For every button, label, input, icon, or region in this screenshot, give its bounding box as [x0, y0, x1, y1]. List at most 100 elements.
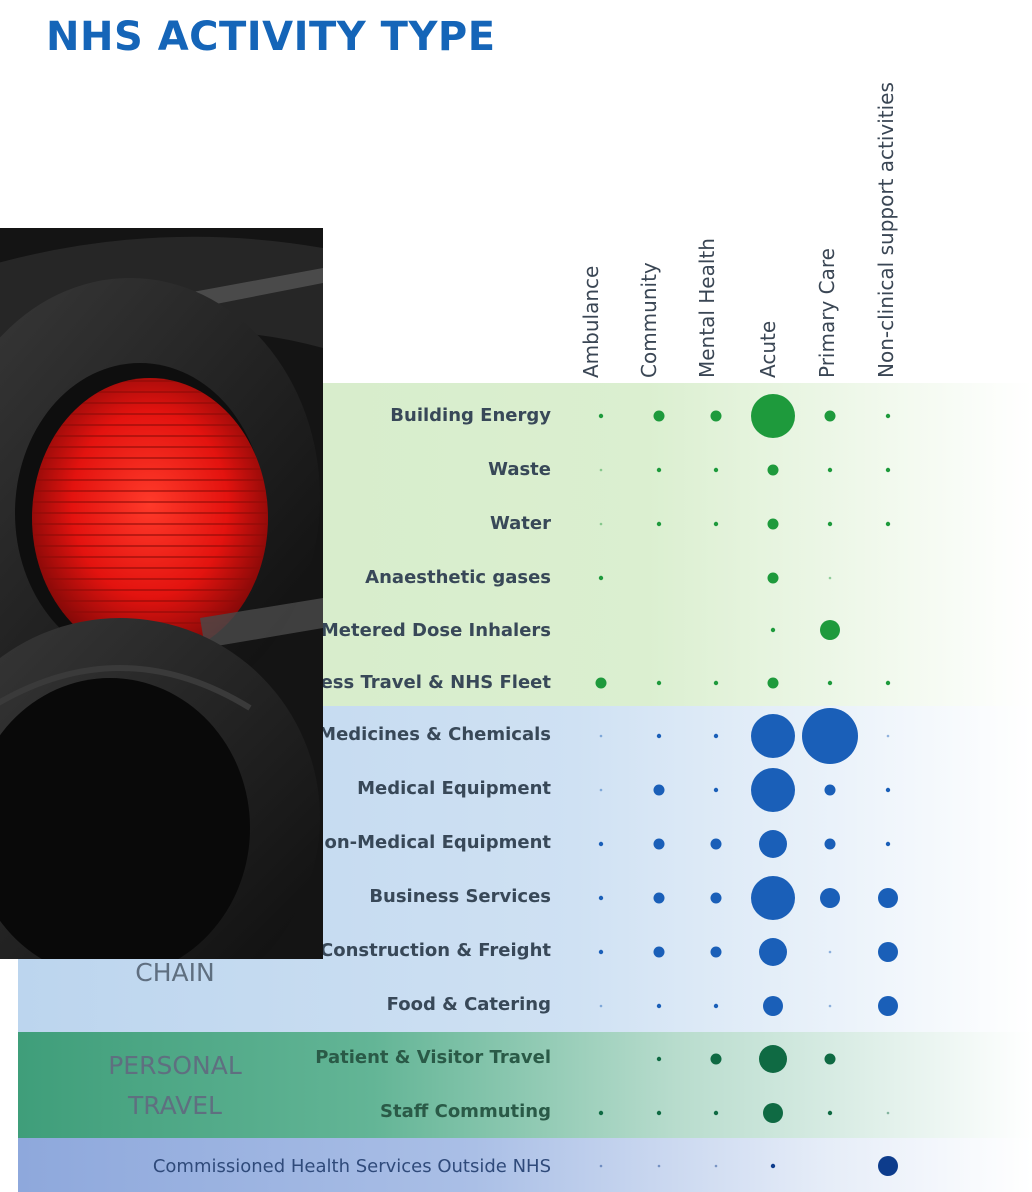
row-label-non-medical-equipment: Non-Medical Equipment	[309, 832, 551, 853]
bubble-g2-r0-c4	[824, 1053, 836, 1065]
bubble-g1-r2-c5	[885, 841, 891, 847]
bubble-g0-r2-c3	[767, 518, 779, 530]
row-label-water: Water	[489, 513, 551, 534]
bubble-g1-r3-c1	[653, 892, 665, 904]
bubble-g1-r1-c5	[885, 787, 891, 793]
bubble-g0-r1-c0	[599, 468, 603, 472]
bubble-g3-r0-c2	[714, 1164, 718, 1168]
bubble-g1-r1-c2	[713, 787, 719, 793]
row-label-medicines: Medicines & Chemicals	[318, 724, 551, 745]
row-label-anaesthetic-gases: Anaesthetic gases	[365, 567, 551, 588]
bubble-g0-r0-c1	[653, 410, 665, 422]
bubble-g0-r4-c3	[770, 627, 776, 633]
bubble-g0-r4-c4	[820, 620, 840, 640]
bubble-g0-r5-c5	[885, 680, 891, 686]
bubble-g1-r4-c5	[878, 942, 898, 962]
bubble-g1-r5-c2	[713, 1003, 719, 1009]
bubble-g2-r1-c3	[763, 1103, 783, 1123]
bubble-g1-r0-c2	[713, 733, 719, 739]
bubble-g2-r1-c0	[598, 1110, 604, 1116]
bubble-g0-r0-c3	[751, 394, 795, 438]
row-label-commissioned-services: Commissioned Health Services Outside NHS	[152, 1156, 551, 1177]
bubble-g2-r1-c4	[827, 1110, 833, 1116]
group-label-chain: CHAIN	[135, 958, 215, 987]
bubble-g0-r1-c3	[767, 464, 779, 476]
bubble-g1-r2-c2	[710, 838, 722, 850]
traffic-light-photo	[0, 228, 323, 959]
bubble-g2-r0-c2	[710, 1053, 722, 1065]
row-label-staff-commuting: Staff Commuting	[380, 1101, 551, 1122]
bubble-g1-r3-c3	[751, 876, 795, 920]
row-label-food-catering: Food & Catering	[386, 994, 551, 1015]
bubble-g1-r5-c4	[828, 1004, 832, 1008]
bubble-g0-r1-c2	[713, 467, 719, 473]
bubble-g0-r1-c4	[827, 467, 833, 473]
bubble-g0-r5-c1	[656, 680, 662, 686]
bubble-g1-r4-c4	[828, 950, 832, 954]
row-label-waste: Waste	[488, 459, 551, 480]
bubble-g1-r3-c2	[710, 892, 722, 904]
bubble-g1-r4-c3	[759, 938, 787, 966]
bubble-g1-r2-c3	[759, 830, 787, 858]
bubble-g0-r0-c2	[710, 410, 722, 422]
bubble-g1-r1-c3	[751, 768, 795, 812]
bubble-g1-r5-c0	[599, 1004, 603, 1008]
bubble-g1-r0-c5	[886, 734, 890, 738]
bubble-g1-r1-c4	[824, 784, 836, 796]
bubble-g1-r4-c0	[598, 949, 604, 955]
bubble-g0-r2-c0	[599, 522, 603, 526]
row-label-medical-equipment: Medical Equipment	[357, 778, 551, 799]
bubble-g0-r3-c0	[598, 575, 604, 581]
bubble-g1-r2-c0	[598, 841, 604, 847]
bubble-g1-r5-c3	[763, 996, 783, 1016]
bubble-g2-r1-c2	[713, 1110, 719, 1116]
row-label-building-energy: Building Energy	[390, 405, 551, 426]
bubble-g3-r0-c0	[599, 1164, 603, 1168]
bubble-g0-r0-c5	[885, 413, 891, 419]
bubble-g0-r5-c4	[827, 680, 833, 686]
bubble-g1-r0-c4	[802, 708, 858, 764]
bubble-g1-r5-c5	[878, 996, 898, 1016]
bubble-g2-r1-c1	[656, 1110, 662, 1116]
bubble-g0-r1-c1	[656, 467, 662, 473]
row-label-construction-freight: Construction & Freight	[320, 940, 551, 961]
bubble-g1-r3-c0	[598, 895, 604, 901]
bubble-g2-r0-c3	[759, 1045, 787, 1073]
bubble-g0-r2-c2	[713, 521, 719, 527]
bubble-g1-r0-c1	[656, 733, 662, 739]
bubble-g3-r0-c5	[878, 1156, 898, 1176]
bubble-g0-r1-c5	[885, 467, 891, 473]
row-label-business-travel: ness Travel & NHS Fleet	[307, 672, 551, 693]
group-label-personal-travel: PERSONAL TRAVEL	[108, 1051, 242, 1120]
row-label-metered-dose-inhalers: Metered Dose Inhalers	[320, 620, 551, 641]
bubble-g1-r5-c1	[656, 1003, 662, 1009]
bubble-g0-r2-c4	[827, 521, 833, 527]
band-comm	[18, 1138, 1032, 1192]
row-label-patient-visitor-travel: Patient & Visitor Travel	[315, 1047, 551, 1068]
bubble-g2-r1-c5	[886, 1111, 890, 1115]
bubble-g0-r2-c5	[885, 521, 891, 527]
chart-title: NHS ACTIVITY TYPE	[46, 14, 496, 60]
bubble-g0-r5-c2	[713, 680, 719, 686]
bubble-g0-r0-c0	[598, 413, 604, 419]
bubble-g3-r0-c3	[770, 1163, 776, 1169]
bubble-g1-r2-c4	[824, 838, 836, 850]
bubble-g1-r2-c1	[653, 838, 665, 850]
bubble-g0-r2-c1	[656, 521, 662, 527]
band-travel	[18, 1032, 1032, 1138]
bubble-g0-r5-c0	[595, 677, 607, 689]
bubble-g2-r0-c1	[656, 1056, 662, 1062]
row-label-business-services: Business Services	[369, 886, 551, 907]
bubble-g1-r0-c0	[599, 734, 603, 738]
bubble-g1-r0-c3	[751, 714, 795, 758]
bubble-g1-r1-c1	[653, 784, 665, 796]
bubble-g0-r3-c3	[767, 572, 779, 584]
bubble-g1-r4-c1	[653, 946, 665, 958]
bubble-g3-r0-c1	[657, 1164, 661, 1168]
bubble-g0-r5-c3	[767, 677, 779, 689]
bubble-g0-r3-c4	[828, 576, 832, 580]
bubble-g0-r0-c4	[824, 410, 836, 422]
bubble-g1-r3-c5	[878, 888, 898, 908]
bubble-g1-r1-c0	[599, 788, 603, 792]
